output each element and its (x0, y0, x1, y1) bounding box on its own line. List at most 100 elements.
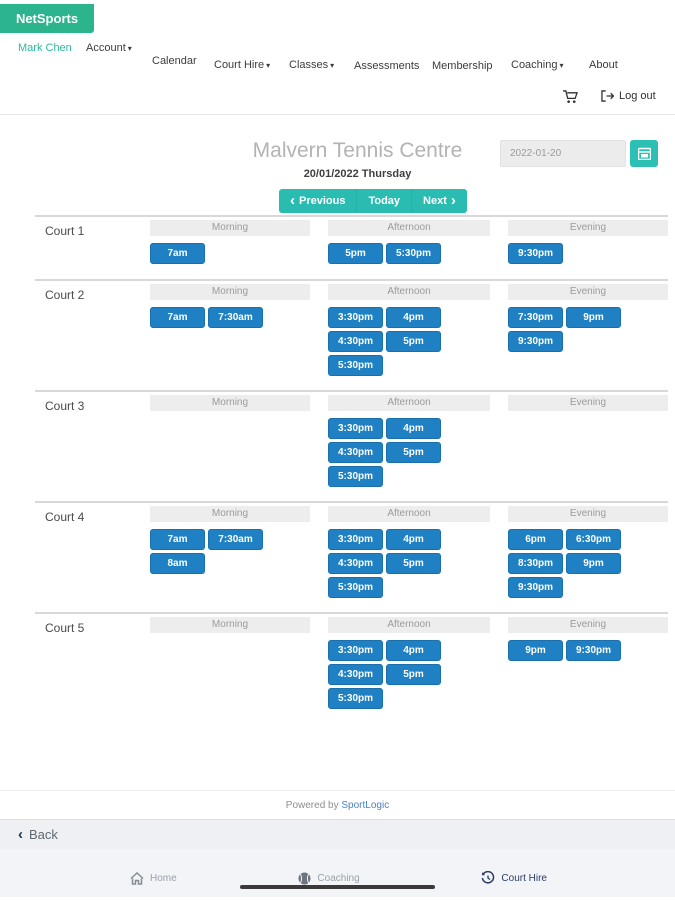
time-slot-button[interactable]: 8:30pm (508, 553, 563, 574)
time-slot-button[interactable]: 6:30pm (566, 529, 621, 550)
time-slot-button[interactable]: 5pm (328, 243, 383, 264)
time-slot-button[interactable]: 5pm (386, 553, 441, 574)
time-slot-button[interactable]: 3:30pm (328, 307, 383, 328)
time-slot-button[interactable]: 7am (150, 307, 205, 328)
evening-column: Evening 9:30pm (508, 220, 668, 265)
period-header: Evening (508, 617, 668, 633)
period-header: Evening (508, 284, 668, 300)
time-slot-button[interactable]: 9:30pm (508, 331, 563, 352)
time-slot-button[interactable]: 9:30pm (566, 640, 621, 661)
previous-day-button[interactable]: ‹Previous (279, 189, 358, 213)
period-header: Evening (508, 220, 668, 236)
time-slot-button[interactable]: 7am (150, 529, 205, 550)
nav-label: Classes (289, 59, 329, 71)
date-nav-button-group: ‹Previous Today Next› (279, 189, 467, 213)
time-slot-button[interactable]: 7am (150, 243, 205, 264)
home-icon (130, 871, 144, 885)
time-slot-button[interactable]: 6pm (508, 529, 563, 550)
time-slot-button[interactable]: 9:30pm (508, 243, 563, 264)
user-name-link[interactable]: Mark Chen (18, 42, 72, 54)
bottom-nav-home[interactable]: Home (130, 859, 177, 897)
back-label: Back (29, 827, 58, 842)
bottom-nav-coaching[interactable]: Coaching (298, 859, 360, 897)
gesture-bar[interactable] (240, 885, 435, 889)
logout-button[interactable]: Log out (601, 90, 656, 102)
nav-item-coaching[interactable]: Coaching▾ (511, 59, 564, 71)
time-slot-button[interactable]: 7:30am (208, 307, 263, 328)
nav-label: About (589, 59, 618, 71)
page-title: Malvern Tennis Centre (252, 139, 463, 162)
court-name: Court 3 (45, 399, 85, 413)
cart-icon[interactable] (563, 90, 578, 104)
today-button[interactable]: Today (357, 189, 413, 213)
date-input[interactable] (500, 140, 626, 167)
time-slot-button[interactable]: 3:30pm (328, 529, 383, 550)
time-slot-button[interactable]: 9pm (566, 307, 621, 328)
time-slot-button[interactable]: 8am (150, 553, 205, 574)
nav-item-court-hire[interactable]: Court Hire▾ (214, 59, 270, 71)
time-slot-button[interactable]: 4pm (386, 640, 441, 661)
nav-item-about[interactable]: About (589, 59, 618, 71)
time-slot-button[interactable]: 9pm (566, 553, 621, 574)
time-slot-button[interactable]: 4:30pm (328, 664, 383, 685)
nav-label: Membership (432, 60, 493, 72)
bottom-nav-court-hire[interactable]: Court Hire (481, 859, 547, 897)
time-slot-button[interactable]: 3:30pm (328, 418, 383, 439)
time-slot-button[interactable]: 9:30pm (508, 577, 563, 598)
time-slot-button[interactable]: 4:30pm (328, 442, 383, 463)
time-slot-button[interactable]: 4:30pm (328, 553, 383, 574)
time-slot-button[interactable]: 4pm (386, 307, 441, 328)
powered-by-link[interactable]: SportLogic (341, 800, 390, 811)
time-slot-button[interactable]: 5:30pm (328, 355, 383, 376)
caret-down-icon: ▾ (127, 44, 132, 53)
next-label: Next (423, 195, 447, 207)
time-slot-button[interactable]: 5:30pm (386, 243, 441, 264)
next-day-button[interactable]: Next› (412, 189, 467, 213)
time-slot-button[interactable]: 5:30pm (328, 688, 383, 709)
netsports-logo[interactable]: NetSports (0, 4, 94, 33)
time-slot-button[interactable]: 5pm (386, 664, 441, 685)
nav-label: Calendar (152, 55, 197, 67)
time-slot-button[interactable]: 7:30pm (508, 307, 563, 328)
time-slot-button[interactable]: 4:30pm (328, 331, 383, 352)
time-slot-button[interactable]: 5:30pm (328, 577, 383, 598)
period-header: Afternoon (328, 220, 490, 236)
nav-item-classes[interactable]: Classes▾ (289, 59, 334, 71)
time-slot-button[interactable]: 5pm (386, 331, 441, 352)
period-header: Afternoon (328, 284, 490, 300)
caret-down-icon: ▾ (266, 61, 271, 70)
tennis-ball-icon (298, 872, 311, 885)
time-slot-button[interactable]: 4pm (386, 529, 441, 550)
period-header: Evening (508, 395, 668, 411)
caret-down-icon: ▾ (330, 61, 335, 70)
calendar-picker-button[interactable] (630, 140, 658, 167)
nav-item-membership[interactable]: Membership (432, 60, 493, 72)
nav-item-assessments[interactable]: Assessments (354, 60, 419, 72)
account-menu[interactable]: Account▾ (86, 42, 132, 54)
nav-item-calendar[interactable]: Calendar (152, 55, 197, 67)
time-slot-button[interactable]: 5pm (386, 442, 441, 463)
time-slot-button[interactable]: 4pm (386, 418, 441, 439)
time-slot-button[interactable]: 7:30am (208, 529, 263, 550)
back-button[interactable]: ‹ Back (0, 819, 675, 849)
time-slot-button[interactable]: 5:30pm (328, 466, 383, 487)
bottom-navigation: Home Coaching Court Hire (0, 849, 675, 897)
bottom-nav-label: Court Hire (501, 872, 547, 884)
time-slot-button[interactable]: 3:30pm (328, 640, 383, 661)
powered-by: Powered by SportLogic (0, 790, 675, 819)
time-slot-button[interactable]: 9pm (508, 640, 563, 661)
